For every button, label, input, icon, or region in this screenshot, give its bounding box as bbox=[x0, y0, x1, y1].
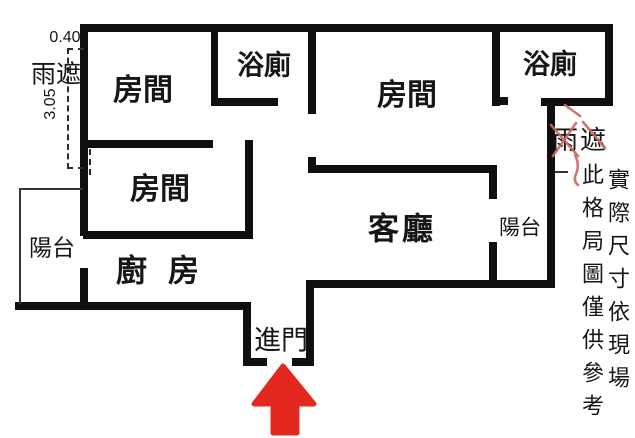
wall-bedroom2-right bbox=[245, 140, 253, 238]
disclaimer-outer-column: 實際尺寸依現場 bbox=[605, 168, 630, 399]
room-label-kitchen: 廚房 bbox=[116, 253, 220, 289]
wall-bath1-left bbox=[211, 28, 218, 106]
room-label-bedroom-mid-left: 房間 bbox=[130, 173, 190, 206]
wall-balcony-divider-upper bbox=[489, 165, 497, 199]
room-label-living: 客廳 bbox=[368, 211, 436, 247]
entrance-label: 進門 bbox=[254, 325, 308, 356]
wall-bedroom3-bottom bbox=[308, 165, 496, 173]
wall-bedroom1-bottom bbox=[83, 140, 213, 148]
wall-right-upper bbox=[605, 24, 613, 106]
wall-entry-stub-left bbox=[244, 358, 267, 366]
wall-entry-alcove-right bbox=[306, 280, 314, 366]
room-label-bath-left: 浴廁 bbox=[237, 50, 291, 81]
entrance-arrow-icon bbox=[251, 363, 317, 436]
wall-bedroom2-bottom bbox=[83, 231, 253, 239]
wall-kitchen-bottom bbox=[15, 302, 251, 310]
rain-shelter-tick-line bbox=[555, 171, 568, 173]
wall-entry-alcove-left bbox=[243, 302, 251, 366]
room-label-bedroom-top-left: 房間 bbox=[113, 74, 173, 107]
dimension-depth: 3.05 bbox=[42, 88, 59, 120]
rain-shelter-label-left: 雨遮 bbox=[30, 60, 82, 89]
wall-top bbox=[83, 24, 613, 32]
dimension-width: 0.40 bbox=[49, 29, 81, 46]
wall-left-upper bbox=[80, 24, 88, 236]
wall-entry-stub-right bbox=[292, 358, 314, 366]
wall-bath2-left bbox=[492, 28, 500, 106]
wall-bath2-bottom-stub bbox=[492, 97, 508, 105]
wall-bath1-bottom bbox=[211, 98, 278, 106]
wall-left-lower bbox=[80, 268, 88, 309]
wall-balcony-divider-lower bbox=[489, 242, 497, 284]
crossout-annotation-icon bbox=[549, 103, 607, 187]
rain-shelter-dashed-outline bbox=[67, 48, 84, 169]
wall-living-bottom bbox=[306, 280, 555, 288]
wall-dashed-segment bbox=[89, 149, 91, 175]
wall-bath2-bottom bbox=[541, 98, 609, 106]
balcony-left-edge-line bbox=[19, 188, 21, 304]
wall-bedroom3-left-upper bbox=[308, 28, 316, 114]
balcony-top-edge-line bbox=[19, 188, 83, 190]
wall-right-outer bbox=[547, 100, 555, 288]
disclaimer-inner-column: 此格局圖僅供參考 bbox=[579, 163, 604, 427]
room-label-bedroom-top-right: 房間 bbox=[377, 79, 437, 112]
room-label-bath-right: 浴廁 bbox=[523, 49, 577, 80]
room-label-balcony-right: 陽台 bbox=[499, 216, 541, 240]
room-label-balcony-left: 陽台 bbox=[29, 234, 75, 261]
